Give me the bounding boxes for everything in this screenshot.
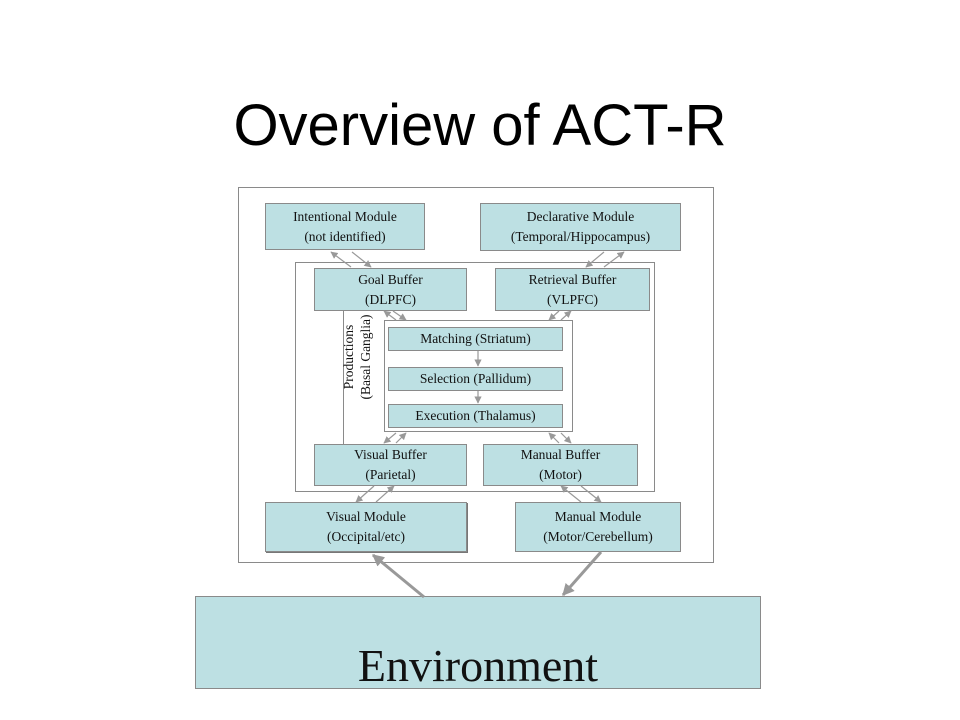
matching-stage: Matching (Striatum) bbox=[388, 327, 563, 351]
module-region: (Motor/Cerebellum) bbox=[543, 529, 653, 544]
module-region: (Occipital/etc) bbox=[327, 529, 405, 544]
slide-title: Overview of ACT-R bbox=[233, 93, 727, 158]
arrow-visual-buffer-to-module bbox=[355, 485, 375, 503]
declarative-module: Declarative Module (Temporal/Hippocampus… bbox=[480, 203, 681, 251]
module-region: (Temporal/Hippocampus) bbox=[510, 229, 651, 244]
productions-frame bbox=[384, 320, 573, 432]
arrow-manual-buffer-to-module bbox=[580, 485, 602, 503]
buffer-name: Goal Buffer bbox=[358, 271, 423, 287]
arrow-productions-to-retrieval bbox=[560, 310, 572, 321]
arrow-retrieval-to-declarative bbox=[603, 251, 625, 268]
buffer-region: (Parietal) bbox=[365, 467, 416, 482]
buffer-name: Manual Buffer bbox=[520, 447, 601, 462]
arrow-productions-to-goal bbox=[383, 310, 397, 321]
arrow-manual-module-to-buffer bbox=[560, 485, 582, 503]
act-r-outer-frame bbox=[238, 187, 714, 563]
arrow-environment-to-visual-module bbox=[372, 553, 425, 599]
arrow-productions-to-manual-buffer bbox=[560, 432, 572, 444]
retrieval-buffer: Retrieval Buffer (VLPFC) bbox=[495, 268, 650, 311]
arrow-visual-module-to-buffer bbox=[375, 485, 395, 503]
buffer-name: Retrieval Buffer bbox=[528, 271, 617, 287]
module-region: (not identified) bbox=[304, 228, 386, 244]
arrow-manual-module-to-environment bbox=[561, 551, 603, 596]
manual-buffer: Manual Buffer (Motor) bbox=[483, 444, 638, 486]
arrow-declarative-to-retrieval bbox=[585, 251, 605, 268]
module-name: Intentional Module bbox=[293, 208, 397, 224]
visual-module: Visual Module (Occipital/etc) bbox=[265, 502, 467, 552]
module-name: Declarative Module bbox=[526, 209, 635, 224]
environment-box: Environment bbox=[195, 596, 761, 689]
goal-buffer: Goal Buffer (DLPFC) bbox=[314, 268, 467, 311]
intentional-module: Intentional Module (not identified) bbox=[265, 203, 425, 250]
buffer-region: (DLPFC) bbox=[364, 291, 416, 307]
arrow-goal-to-intentional bbox=[330, 251, 352, 268]
buffer-region: (VLPFC) bbox=[546, 291, 598, 307]
buffers-frame bbox=[295, 262, 655, 492]
buffer-name: Visual Buffer bbox=[354, 447, 427, 462]
arrow-manual-buffer-to-productions bbox=[548, 432, 560, 444]
selection-stage: Selection (Pallidum) bbox=[388, 367, 563, 391]
arrow-productions-to-visual-buffer bbox=[383, 432, 397, 444]
arrow-goal-to-productions bbox=[392, 310, 407, 321]
arrow-intentional-to-goal bbox=[351, 251, 372, 268]
arrow-visual-buffer-to-productions bbox=[395, 432, 407, 444]
manual-module: Manual Module (Motor/Cerebellum) bbox=[515, 502, 681, 552]
arrow-retrieval-to-productions bbox=[548, 310, 560, 321]
buffer-region: (Motor) bbox=[539, 467, 582, 482]
execution-stage: Execution (Thalamus) bbox=[388, 404, 563, 428]
module-name: Manual Module bbox=[554, 509, 642, 524]
module-name: Visual Module bbox=[326, 509, 406, 524]
productions-divider bbox=[343, 310, 344, 445]
visual-buffer: Visual Buffer (Parietal) bbox=[314, 444, 467, 486]
